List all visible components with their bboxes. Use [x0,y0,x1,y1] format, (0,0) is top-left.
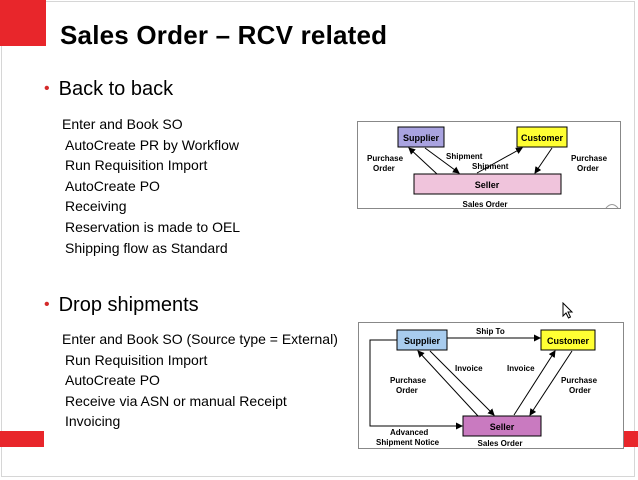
asn-arrow [369,339,463,430]
supplier-label: Supplier [404,336,441,346]
step-item: Run Requisition Import [65,351,208,368]
invoice-arrow-right [513,350,556,416]
supplier-label: Supplier [403,133,440,143]
bullet-dot: • [44,296,50,313]
step-item: AutoCreate PO [65,177,160,194]
seller-label: Seller [490,422,515,432]
step-item: Enter and Book SO (Source type = Externa… [62,331,338,347]
red-corner-accent [0,0,46,46]
purchase-order-left-line1: Purchase [390,376,427,385]
mouse-cursor-icon [562,301,574,324]
purchase-order-left-line1: Purchase [367,154,404,163]
section-heading: Back to back [58,78,174,100]
shipment-arrow-left [424,147,460,174]
asn-label-line2: Shipment Notice [376,438,440,447]
customer-box [540,329,596,351]
sales-order-caption: Sales Order [463,200,508,209]
drop-shipment-diagram: Supplier Customer Seller Ship To Invoice… [358,322,624,450]
bullet-drop-shipments: • Drop shipments [44,294,199,317]
step-item: Shipping flow as Standard [65,239,228,256]
purchase-order-right-line1: Purchase [561,376,598,385]
ship-to-label: Ship To [476,327,505,336]
shipment-label-2: Shipment [472,162,509,171]
shipment-arrow-right [476,147,523,174]
step-item: AutoCreate PR by Workflow [65,136,240,153]
step-item: Reservation is made to OEL [65,218,241,235]
red-band-left [0,431,44,447]
step-item: Run Requisition Import [65,157,208,174]
sales-order-caption: Sales Order [478,439,523,448]
asn-label-line1: Advanced [390,428,428,437]
invoice-label-1: Invoice [455,364,483,373]
step-item: Receive via ASN or manual Receipt [65,392,287,409]
customer-box [516,126,568,148]
purchase-order-left-line2: Order [396,386,418,395]
bullet-dot: • [44,80,50,97]
seller-box [413,173,562,195]
po-arrow-right [529,350,573,416]
invoice-label-2: Invoice [507,364,535,373]
step-item: Invoicing [65,413,121,430]
purchase-order-right-line1: Purchase [571,154,608,163]
back-to-back-steps: Enter and Book SO AutoCreate PR by Workf… [62,114,240,258]
po-arrow-left [417,350,479,417]
corner-mark [605,204,619,209]
purchase-order-right-line2: Order [577,164,599,173]
customer-label: Customer [547,336,590,346]
section-heading: Drop shipments [58,294,199,316]
invoice-arrow-left [429,350,495,416]
drop-shipment-steps: Enter and Book SO (Source type = Externa… [62,329,338,432]
po-arrow-left [408,147,438,175]
customer-label: Customer [521,133,564,143]
bullet-back-to-back: • Back to back [44,78,173,101]
slide-title: Sales Order – RCV related [60,20,388,50]
shipment-label-1: Shipment [446,152,483,161]
seller-label: Seller [475,180,500,190]
purchase-order-left-line2: Order [373,164,395,173]
purchase-order-right-line2: Order [569,386,591,395]
seller-box [462,415,542,437]
back-to-back-diagram: Supplier Customer Seller Purchase Order … [357,121,621,213]
supplier-box [397,126,445,148]
po-arrow-right [534,147,553,174]
step-item: Enter and Book SO [62,116,183,132]
step-item: AutoCreate PO [65,372,160,389]
step-item: Receiving [65,198,127,215]
